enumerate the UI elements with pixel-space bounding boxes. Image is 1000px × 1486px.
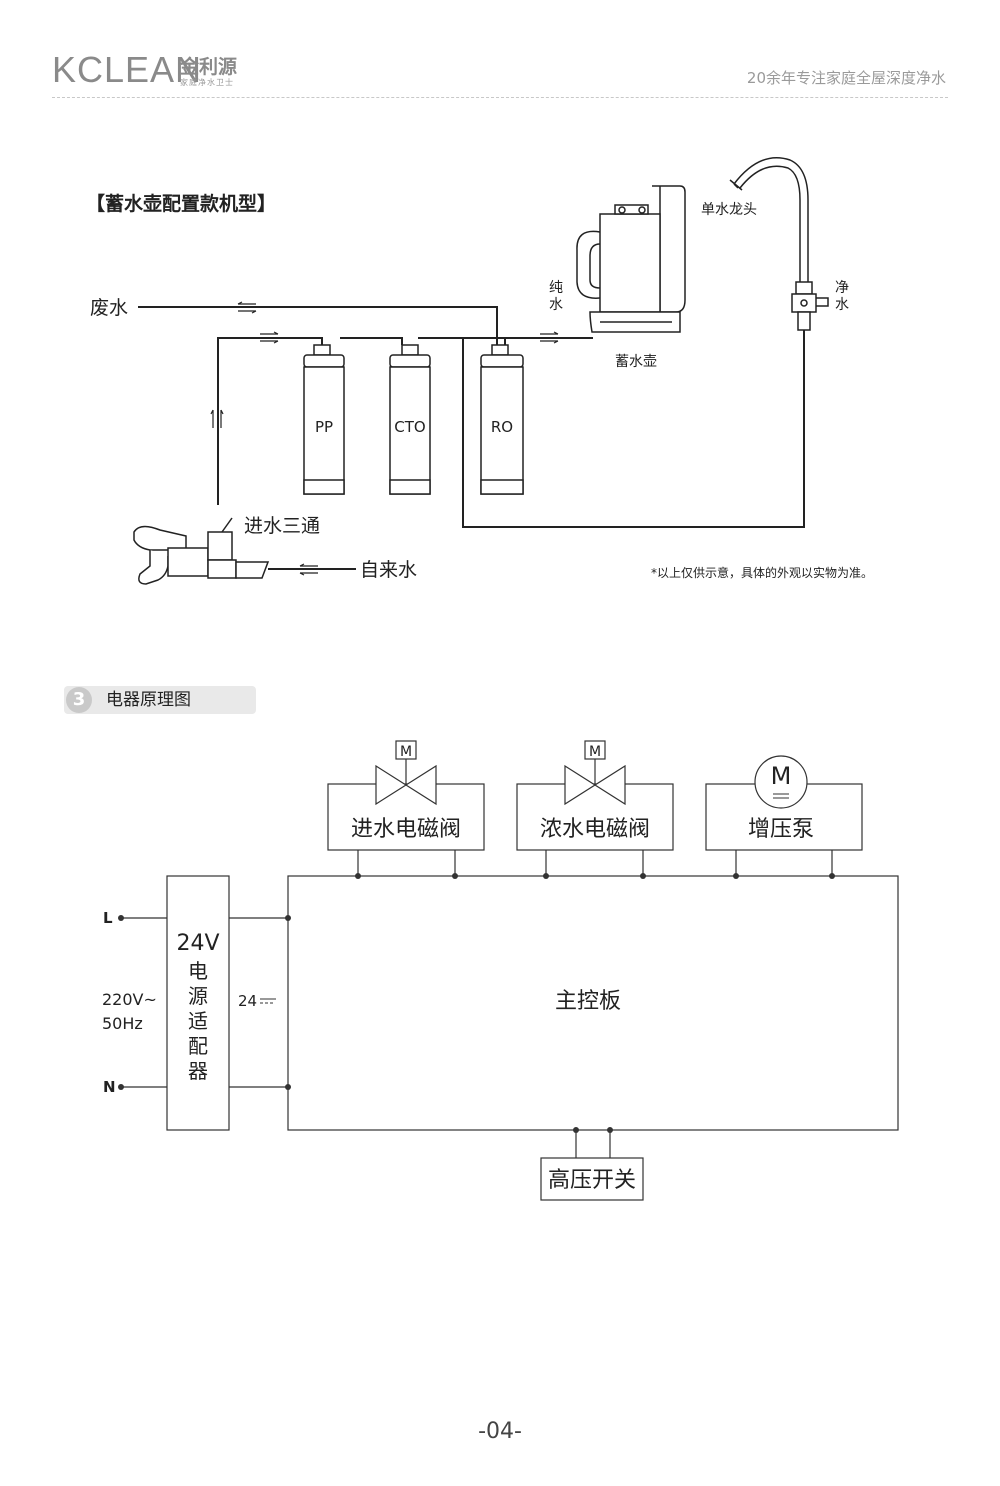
brand-cn-name: 金利源 <box>180 56 238 78</box>
pp-cto-pipe <box>340 337 403 345</box>
cto-ro-pipe <box>418 337 506 345</box>
water-flow-diagram: 【蓄水壶配置款机型】 废水 PP CTO RO <box>86 156 873 585</box>
label-tap-water: 自来水 <box>360 559 417 581</box>
label-clean-1: 净 <box>835 280 849 296</box>
diagram-title: 【蓄水壶配置款机型】 <box>86 192 276 215</box>
inlet-valve-symbol <box>375 740 437 806</box>
pump-motor-symbol <box>754 755 808 809</box>
waste-valve-symbol <box>564 740 626 806</box>
adapter-voltage: 24V <box>176 931 219 956</box>
input-frequency: 50Hz <box>102 1014 143 1033</box>
tank-faucet-pipe <box>462 330 805 528</box>
dc-output-label: 24 <box>238 992 257 1010</box>
label-tank: 蓄水壶 <box>615 354 657 370</box>
main-board-label: 主控板 <box>555 989 621 1014</box>
section-title: 电器原理图 <box>106 690 191 710</box>
water-tank <box>576 185 686 333</box>
filter-cto: CTO <box>389 344 431 495</box>
header-divider <box>52 97 948 98</box>
ro-tank-pipe <box>504 337 593 345</box>
pump-label: 增压泵 <box>748 817 814 842</box>
waste-valve-label: 浓水电磁阀 <box>540 817 650 842</box>
brand-logo: KCLEAN <box>52 49 203 90</box>
label-pure-1: 纯 <box>549 280 563 296</box>
main-board-box <box>287 875 899 1131</box>
brand-subtitle: 家庭净水卫士 <box>180 78 234 87</box>
input-voltage: 220V~ <box>102 990 157 1009</box>
neutral-terminal: N <box>103 1078 116 1096</box>
junction-dots <box>118 873 835 1133</box>
filter-label: PP <box>315 418 333 436</box>
label-inlet-tee: 进水三通 <box>244 515 320 537</box>
adapter-char: 配 <box>188 1034 208 1058</box>
waste-water-pipe <box>138 306 498 345</box>
inlet-valve-label: 进水电磁阀 <box>351 817 461 842</box>
live-terminal: L <box>103 909 113 927</box>
filter-label: CTO <box>394 418 425 436</box>
page-number: -04- <box>478 1419 522 1444</box>
label-clean-2: 水 <box>835 297 849 313</box>
adapter-box <box>166 875 230 1131</box>
inlet-tap <box>133 517 270 585</box>
disclaimer-note: *以上仅供示意，具体的外观以实物为准。 <box>651 565 873 580</box>
flow-arrows <box>210 301 559 576</box>
adapter-char: 源 <box>188 984 208 1008</box>
pressure-switch-label: 高压开关 <box>548 1168 636 1193</box>
filter-pp: PP <box>303 344 345 495</box>
filter-label: RO <box>491 418 513 436</box>
adapter-char: 器 <box>188 1059 208 1083</box>
adapter-char: 电 <box>188 959 208 983</box>
adapter-char: 适 <box>188 1009 208 1033</box>
label-faucet: 单水龙头 <box>701 202 757 218</box>
pressure-switch-box <box>540 1157 644 1201</box>
section-heading <box>64 686 256 714</box>
section-number: 3 <box>66 687 92 713</box>
label-waste-water: 废水 <box>90 297 128 319</box>
filter-ro: RO <box>480 344 524 495</box>
label-pure-2: 水 <box>549 297 563 313</box>
valve-motor-label: M <box>589 744 601 760</box>
dc-symbol <box>260 998 276 1004</box>
faucet <box>729 156 829 331</box>
pump-motor-label: M <box>771 762 792 790</box>
header-tagline: 20余年专注家庭全屋深度净水 <box>746 69 946 87</box>
valve-motor-label: M <box>400 744 412 760</box>
electrical-diagram: M M M 进水电磁阀 浓水电磁阀 增压泵 主控板 高压开关 24V 电 源 适… <box>102 740 899 1201</box>
